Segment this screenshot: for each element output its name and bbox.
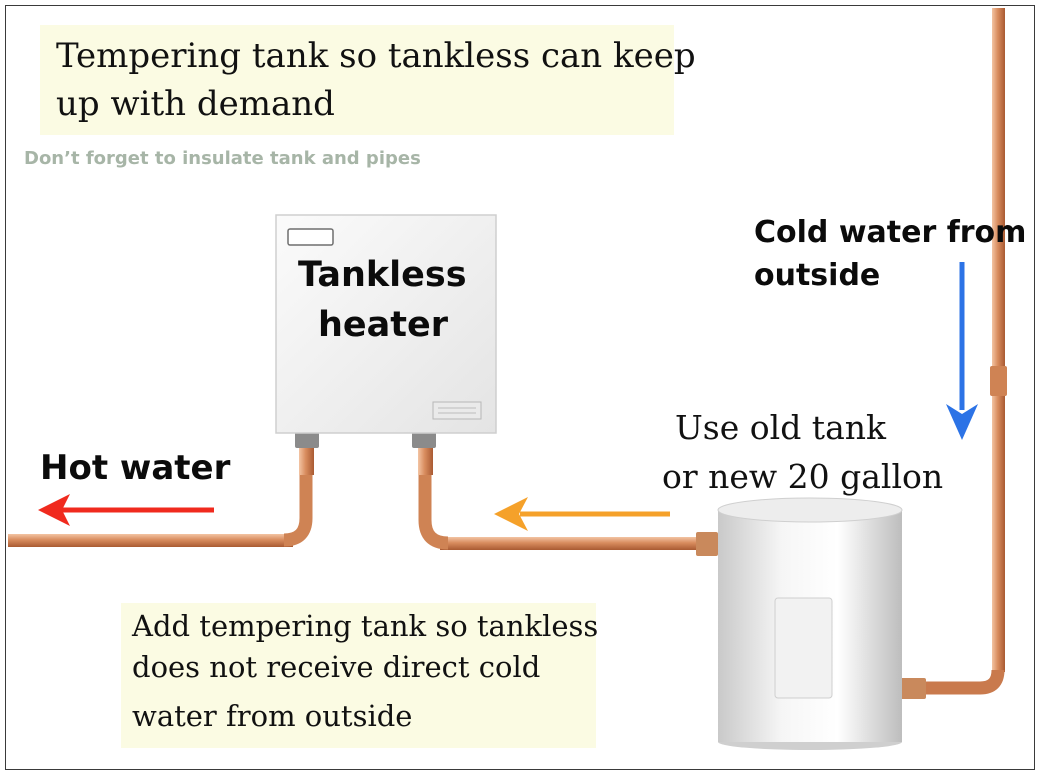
tempering-note-line-3: water from outside (132, 699, 413, 733)
tank-label-line-2: or new 20 gallon (662, 457, 944, 496)
tempering-note-line-2: does not receive direct cold (132, 650, 541, 684)
hot-outlet-pipe (8, 430, 319, 547)
title-line-2: up with demand (56, 84, 335, 124)
tempering-tank (717, 497, 903, 750)
tank-label-line-1: Use old tank (675, 408, 886, 447)
cold-supply-pipe (900, 8, 1007, 699)
hot-water-arrow (38, 494, 214, 526)
tank-access-panel (774, 597, 833, 699)
tempering-note-line-1: Add tempering tank so tankless (132, 609, 599, 643)
hot-water-label: Hot water (40, 448, 231, 488)
insulate-note: Don’t forget to insulate tank and pipes (24, 148, 421, 169)
heater-display-panel (287, 228, 334, 246)
heater-label-line-1: Tankless (298, 255, 467, 295)
title-callout (40, 25, 674, 135)
heater-label-line-2: heater (318, 305, 449, 345)
tankless-heater-unit (275, 214, 497, 434)
heater-rating-label (432, 401, 482, 420)
cold-water-arrow (946, 262, 978, 440)
cold-water-label-line-1: Cold water from (754, 215, 1027, 250)
tempered-supply-pipe (412, 430, 718, 556)
title-line-1: Tempering tank so tankless can keep (56, 36, 696, 76)
cold-water-label-line-2: outside (754, 258, 881, 293)
diagram-frame (5, 5, 1035, 770)
tempering-note-callout (121, 603, 596, 748)
tempered-water-arrow (494, 497, 670, 531)
